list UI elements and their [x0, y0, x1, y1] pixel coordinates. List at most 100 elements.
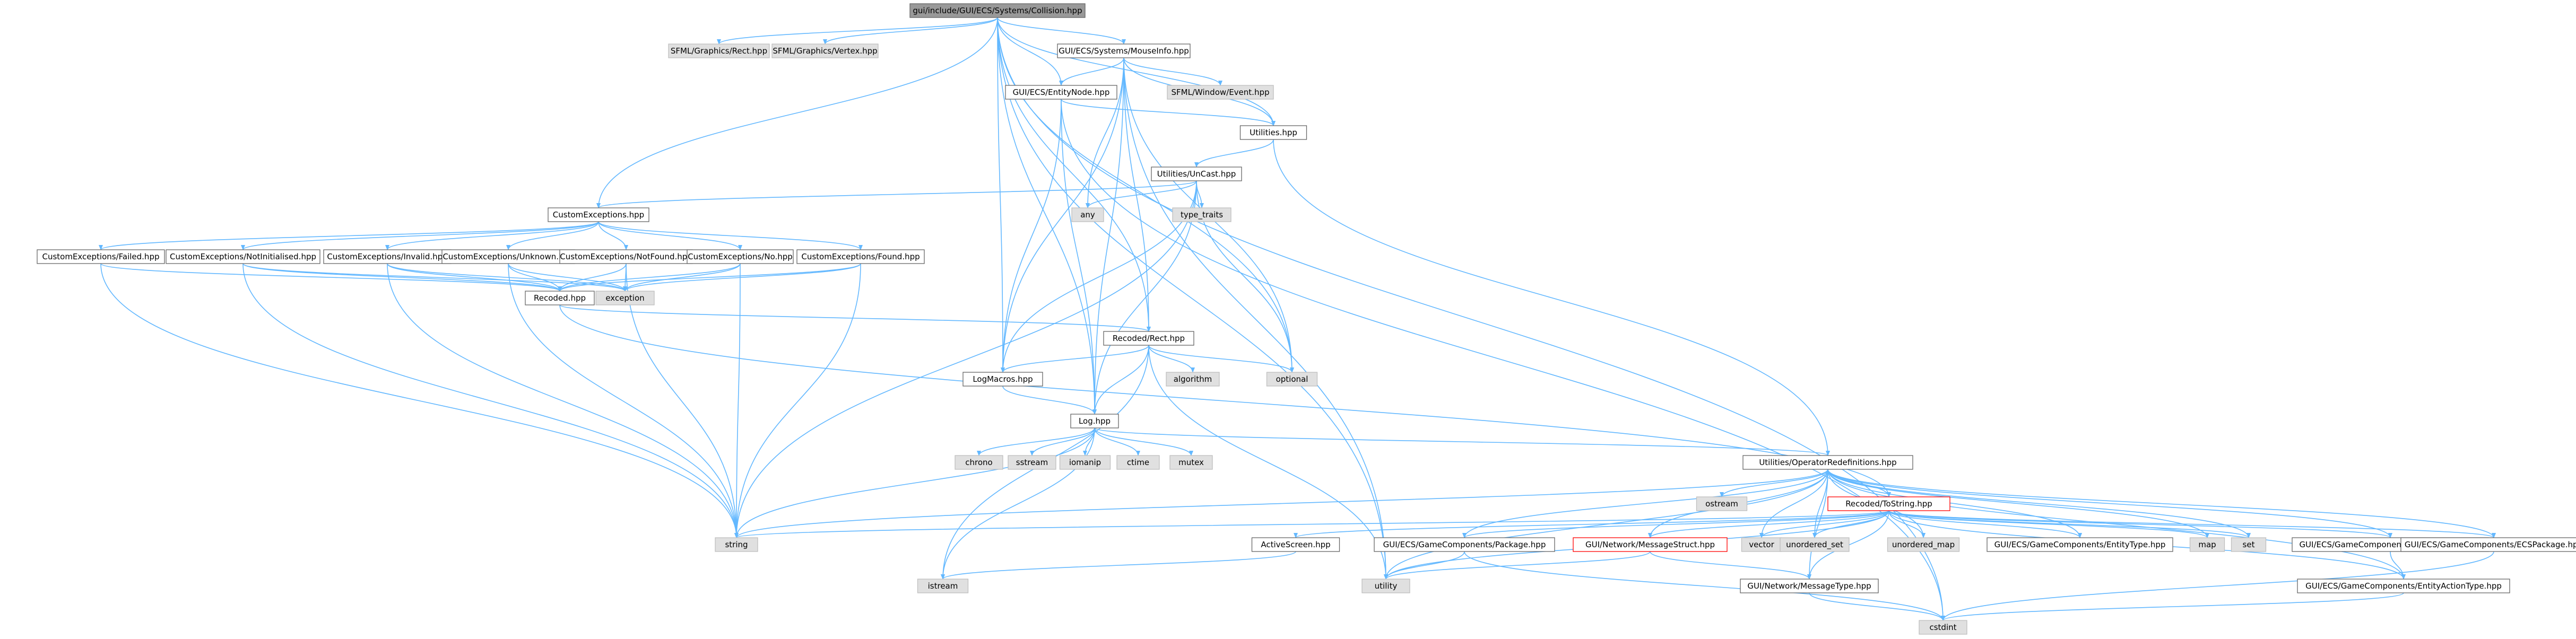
node-activescreen[interactable]: ActiveScreen.hpp — [1251, 537, 1340, 552]
node-optional[interactable]: optional — [1266, 372, 1318, 387]
node-chrono[interactable]: chrono — [955, 455, 1003, 470]
edge-activescreen-to-istream — [941, 551, 1296, 580]
node-unordered-map[interactable]: unordered_map — [1887, 537, 1960, 552]
edge-gc_package-to-utility — [1384, 551, 1465, 580]
edge-ce_notinit-to-string — [242, 263, 739, 538]
node-label: SFML/Graphics/Vertex.hpp — [773, 46, 877, 56]
edge-customexc-to-ce_found — [598, 221, 863, 250]
node-sstream[interactable]: sstream — [1008, 455, 1056, 470]
node-entitynode[interactable]: GUI/ECS/EntityNode.hpp — [1005, 85, 1117, 100]
node-label: Recoded.hpp — [534, 293, 586, 303]
edge-log-to-sstream — [1030, 427, 1095, 456]
node-box — [1741, 537, 1782, 552]
edge-recoded_rect-to-utility — [1148, 345, 1388, 580]
node-label: Utilities/OperatorRedefinitions.hpp — [1759, 458, 1896, 467]
node-recoded-rect[interactable]: Recoded/Rect.hpp — [1103, 331, 1194, 346]
node-utility[interactable]: utility — [1361, 579, 1410, 593]
edge-ce_notinit-to-exception — [242, 263, 627, 292]
node-root[interactable]: gui/include/GUI/ECS/Systems/Collision.hp… — [909, 3, 1086, 18]
node-sfml-vertex[interactable]: SFML/Graphics/Vertex.hpp — [771, 43, 879, 58]
node-logmacros[interactable]: LogMacros.hpp — [962, 372, 1043, 387]
edge-ce_failed-to-recoded — [100, 263, 562, 292]
node-set[interactable]: set — [2231, 537, 2267, 552]
node-msgtype[interactable]: GUI/Network/MessageType.hpp — [1740, 579, 1879, 593]
node-ce-notinit[interactable]: CustomExceptions/NotInitialised.hpp — [166, 249, 320, 264]
node-opredef[interactable]: Utilities/OperatorRedefinitions.hpp — [1742, 455, 1913, 470]
node-box — [917, 579, 969, 593]
node-label: string — [725, 540, 748, 549]
node-box — [771, 43, 879, 58]
edge-customexc-to-ce_invalid — [385, 221, 599, 250]
edge-recoded_rect-to-logmacros — [1001, 345, 1149, 373]
node-customexc[interactable]: CustomExceptions.hpp — [548, 207, 649, 222]
node-istream[interactable]: istream — [917, 579, 969, 593]
node-type-traits[interactable]: type_traits — [1172, 207, 1231, 222]
edge-tostring-to-gc_package — [1462, 510, 1889, 538]
edge-ce_no-to-recoded — [558, 263, 741, 292]
edge-entitynode-to-cstdint — [1061, 99, 1945, 621]
node-label: LogMacros.hpp — [973, 374, 1033, 384]
edge-recoded-to-recoded_rect — [559, 304, 1151, 332]
node-gc-entityactiontype[interactable]: GUI/ECS/GameComponents/EntityActionType.… — [2297, 579, 2510, 593]
node-label: CustomExceptions.hpp — [553, 210, 644, 220]
node-exception[interactable]: exception — [595, 291, 655, 305]
node-gc-package[interactable]: GUI/ECS/GameComponents/Package.hpp — [1374, 537, 1555, 552]
node-ce-found[interactable]: CustomExceptions/Found.hpp — [796, 249, 925, 264]
node-log[interactable]: Log.hpp — [1070, 414, 1119, 428]
edge-root-to-customexc — [596, 17, 998, 208]
node-ce-no[interactable]: CustomExceptions/No.hpp — [687, 249, 794, 264]
node-ostream[interactable]: ostream — [1696, 496, 1748, 511]
node-box — [715, 537, 758, 552]
node-string[interactable]: string — [715, 537, 758, 552]
edge-ce_found-to-string — [734, 263, 861, 538]
edge-msgstruct-to-utility — [1384, 551, 1651, 580]
node-label: GUI/ECS/GameComponents/EntityActionType.… — [2305, 581, 2502, 591]
edge-utilities-to-unicast — [1194, 139, 1274, 168]
node-label: Recoded/ToString.hpp — [1845, 499, 1932, 509]
edge-ce_unknown-to-exception — [508, 263, 627, 292]
node-ce-unknown[interactable]: CustomExceptions/Unknown.hpp — [441, 249, 575, 264]
edge-opredef-to-ostream — [1720, 469, 1828, 497]
node-label: GUI/Network/MessageType.hpp — [1747, 581, 1871, 591]
node-label: iomanip — [1069, 458, 1101, 467]
node-label: CustomExceptions/Failed.hpp — [42, 252, 159, 261]
edge-root-to-mouseinfo — [997, 17, 1126, 45]
node-label: cstdint — [1929, 623, 1956, 632]
node-vector[interactable]: vector — [1741, 537, 1782, 552]
node-label: CustomExceptions/No.hpp — [688, 252, 793, 261]
node-gc-ecspackage[interactable]: GUI/ECS/GameComponents/ECSPackage.hpp — [2400, 537, 2576, 552]
node-mouseinfo[interactable]: GUI/ECS/Systems/MouseInfo.hpp — [1057, 43, 1191, 58]
node-ce-failed[interactable]: CustomExceptions/Failed.hpp — [37, 249, 165, 264]
node-ctime[interactable]: ctime — [1116, 455, 1160, 470]
edge-root-to-optional — [997, 17, 1294, 373]
edge-opredef-to-gc_entityactions — [1827, 469, 2392, 538]
node-label: GUI/ECS/GameComponents/ECSPackage.hpp — [2405, 540, 2576, 549]
node-sfml-rect[interactable]: SFML/Graphics/Rect.hpp — [668, 43, 770, 58]
node-gc-entitytype[interactable]: GUI/ECS/GameComponents/EntityType.hpp — [1987, 537, 2173, 552]
node-ce-invalid[interactable]: CustomExceptions/Invalid.hpp — [323, 249, 452, 264]
node-mutex[interactable]: mutex — [1169, 455, 1213, 470]
edge-mouseinfo-to-utility — [1123, 57, 1388, 580]
node-msgstruct[interactable]: GUI/Network/MessageStruct.hpp — [1573, 537, 1728, 552]
node-ce-notfound[interactable]: CustomExceptions/NotFound.hpp — [559, 249, 693, 264]
node-cstdint[interactable]: cstdint — [1919, 620, 1967, 635]
node-box — [1070, 414, 1119, 428]
node-map[interactable]: map — [2189, 537, 2225, 552]
node-recoded[interactable]: Recoded.hpp — [525, 291, 595, 305]
node-label: Recoded/Rect.hpp — [1113, 334, 1185, 343]
node-box — [1742, 455, 1913, 470]
node-sfml-window[interactable]: SFML/Window/Event.hpp — [1167, 85, 1274, 100]
edge-gc_package-to-cstdint — [1464, 551, 1945, 621]
node-label: ctime — [1127, 458, 1149, 467]
edge-ce_notinit-to-recoded — [242, 263, 562, 292]
node-unordered-set[interactable]: unordered_set — [1780, 537, 1850, 552]
node-unicast[interactable]: Utilities/UnCast.hpp — [1151, 167, 1242, 181]
node-algorithm[interactable]: algorithm — [1166, 372, 1220, 387]
edge-tostring-to-msgstruct — [1648, 510, 1889, 538]
edge-unicast-to-any — [1086, 180, 1197, 208]
node-tostring[interactable]: Recoded/ToString.hpp — [1827, 496, 1950, 511]
edge-log-to-mutex — [1094, 427, 1193, 456]
node-any[interactable]: any — [1071, 207, 1104, 222]
node-iomanip[interactable]: iomanip — [1059, 455, 1111, 470]
node-utilities[interactable]: Utilities.hpp — [1239, 125, 1307, 140]
